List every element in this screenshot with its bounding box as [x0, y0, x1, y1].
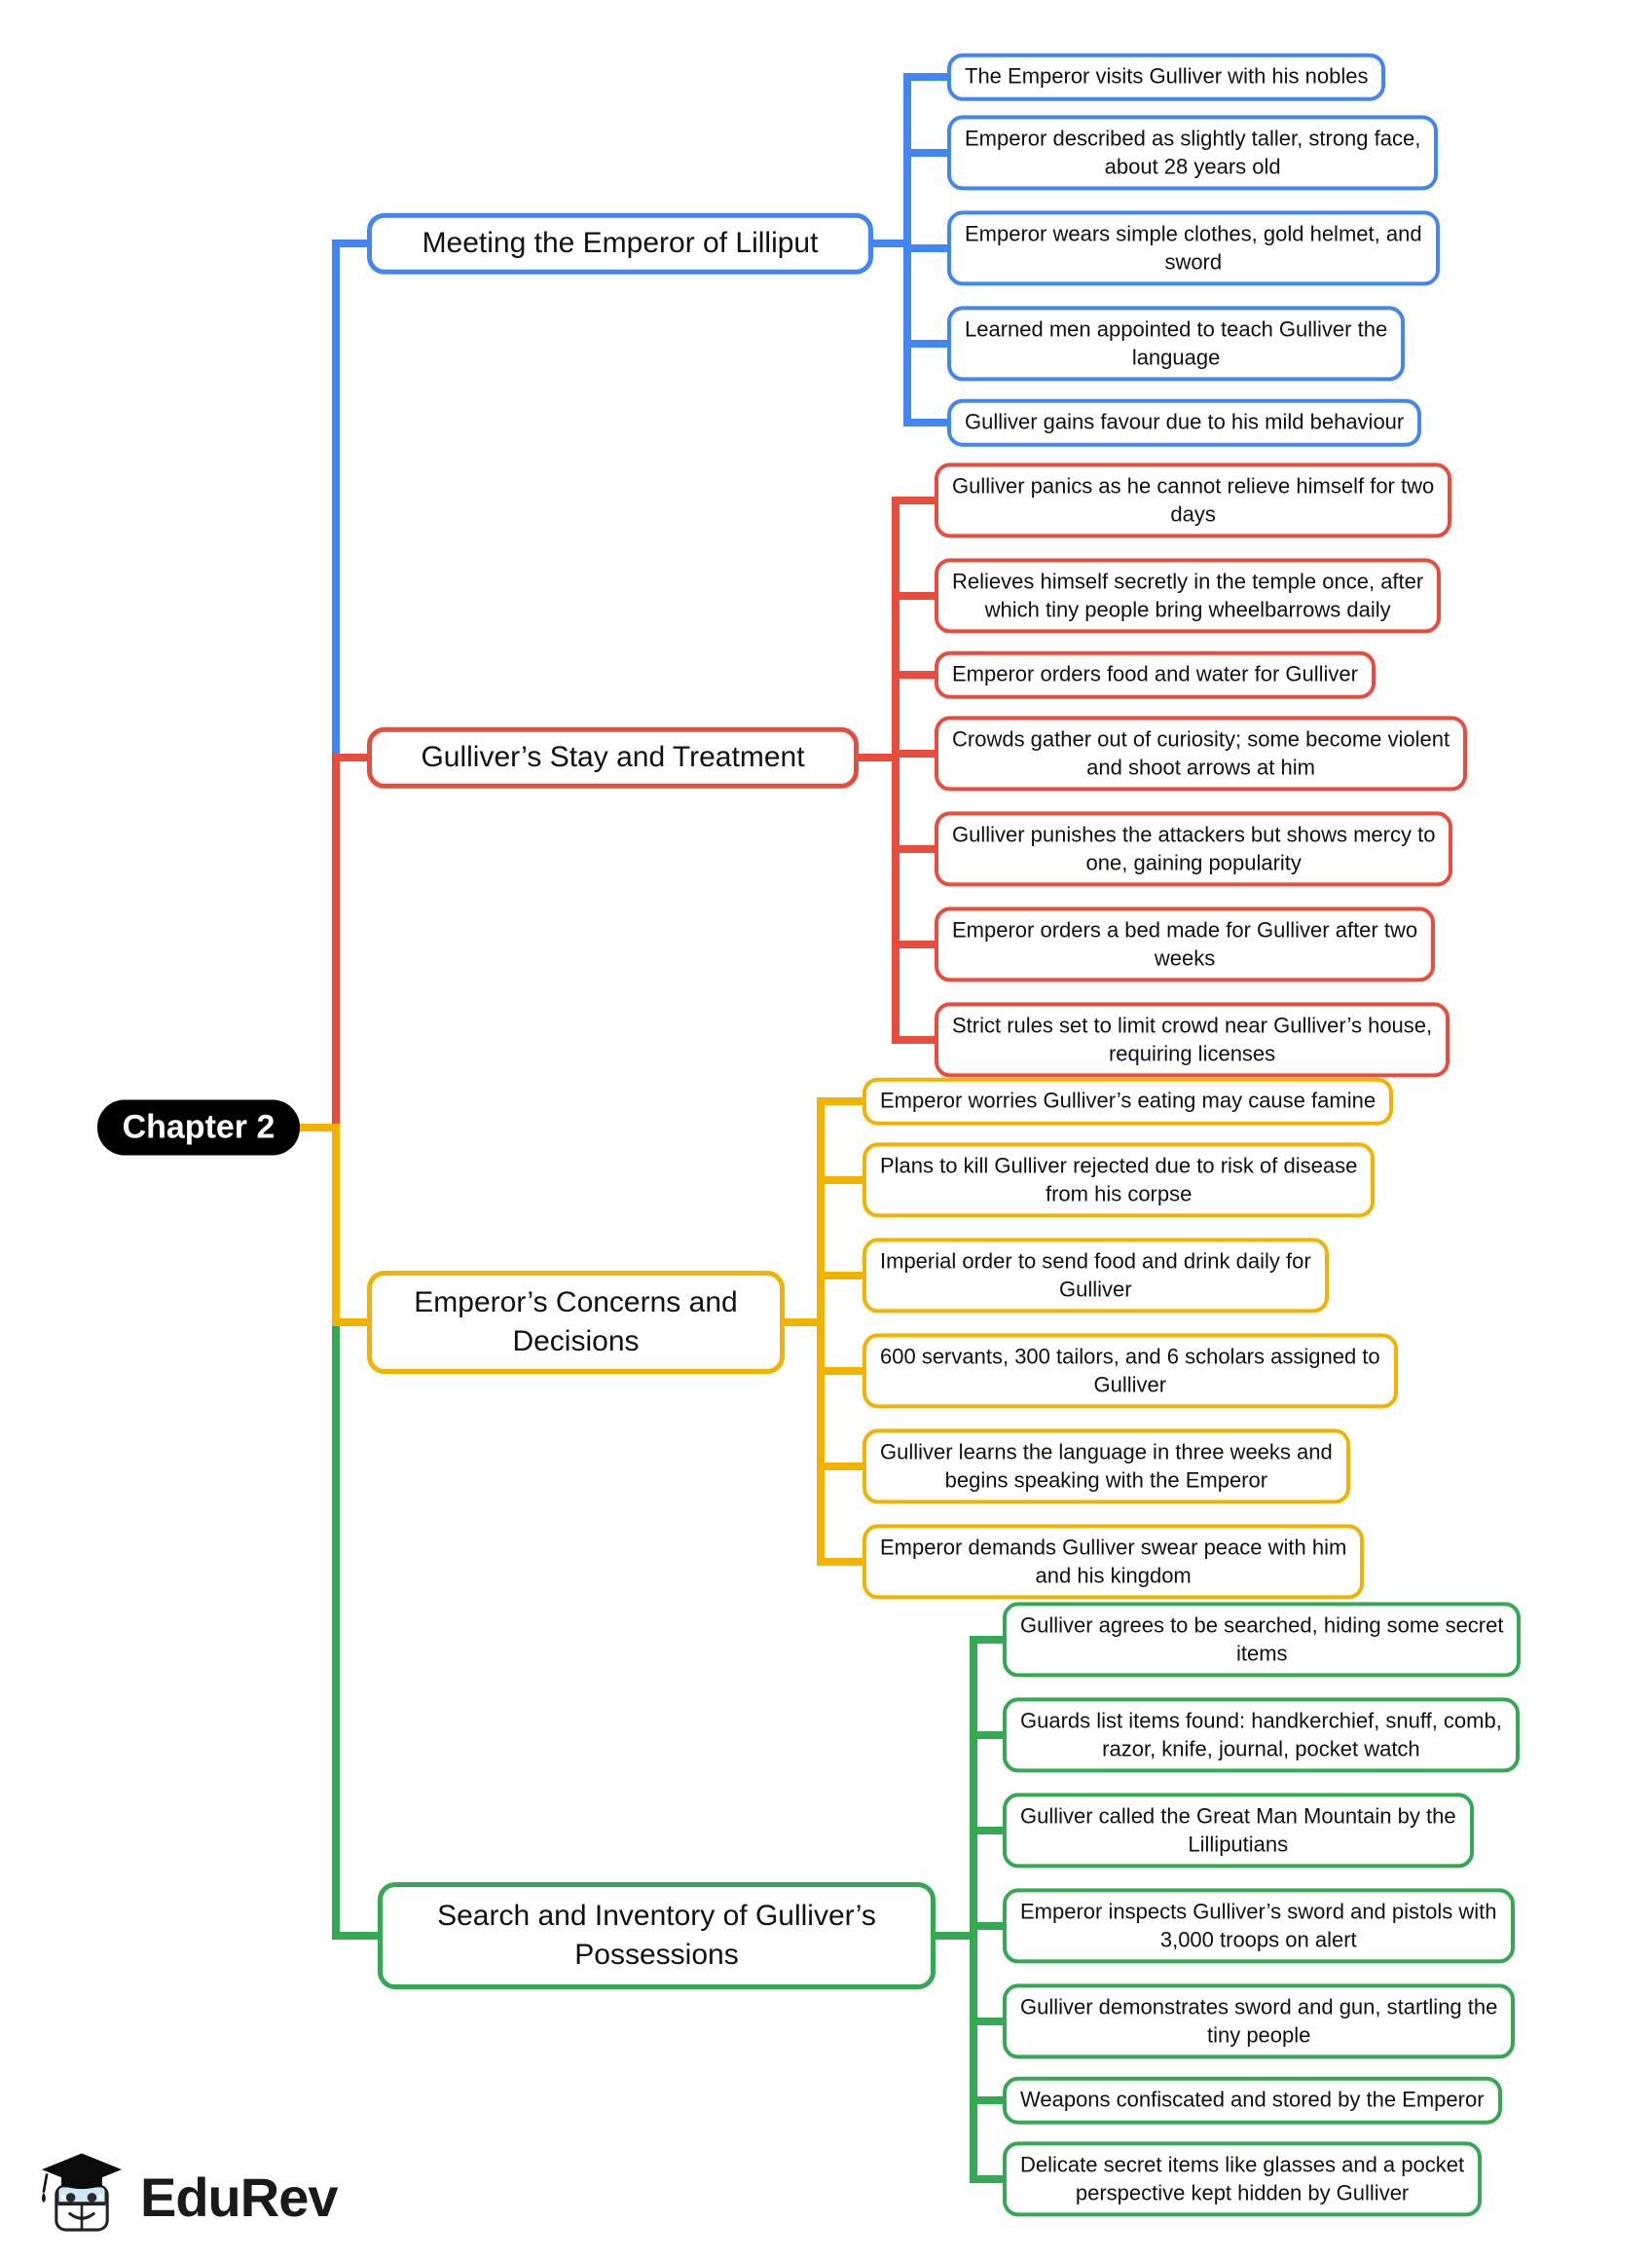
leaf-node: Gulliver panics as he cannot relieve him…: [935, 463, 1452, 538]
connector-line: [892, 497, 899, 1044]
leaf-node: Emperor wears simple clothes, gold helme…: [947, 210, 1440, 286]
leaf-node: Gulliver gains favour due to his mild be…: [947, 398, 1422, 447]
leaf-node: Gulliver agrees to be searched, hiding s…: [1003, 1602, 1522, 1678]
leaf-node: Gulliver punishes the attackers but show…: [935, 811, 1453, 887]
connector-line: [903, 149, 953, 157]
leaf-node: Emperor inspects Gulliver’s sword and pi…: [1003, 1888, 1515, 1964]
edurev-logo-text: EduRev: [140, 2166, 338, 2228]
leaf-node: Crowds gather out of curiosity; some bec…: [935, 716, 1468, 792]
connector-line: [332, 754, 373, 761]
connector-line: [970, 1731, 1009, 1739]
leaf-node: Guards list items found: handkerchief, s…: [1003, 1697, 1520, 1773]
connector-line: [892, 750, 940, 758]
leaf-node: Weapons confiscated and stored by the Em…: [1003, 2076, 1502, 2125]
connector-line: [332, 240, 340, 758]
leaf-node: Imperial order to send food and drink da…: [863, 1238, 1329, 1314]
connector-line: [970, 1636, 1009, 1644]
connector-line: [903, 244, 953, 252]
connector-line: [930, 1932, 977, 1940]
connector-line: [817, 1097, 825, 1566]
connector-line: [970, 1636, 977, 2183]
connector-line: [779, 1318, 825, 1326]
connector-line: [292, 1124, 340, 1131]
branch-label-search-and-inventory-of-gullivers-possessions: Search and Inventory of Gulliver’s Posse…: [378, 1882, 936, 1989]
leaf-node: Emperor described as slightly taller, st…: [947, 115, 1439, 191]
connector-line: [970, 1922, 1009, 1930]
connector-line: [892, 671, 940, 679]
leaf-node: Emperor worries Gulliver’s eating may ca…: [863, 1077, 1394, 1126]
connector-line: [817, 1367, 868, 1375]
connector-line: [853, 754, 899, 761]
branch-label-meeting-the-emperor-of-lilliput: Meeting the Emperor of Lilliput: [367, 212, 873, 275]
branch-label-emperors-concerns-and-decisions: Emperor’s Concerns and Decisions: [367, 1271, 785, 1374]
edurev-logo[interactable]: EduRev: [35, 2150, 338, 2243]
leaf-node: Delicate secret items like glasses and a…: [1003, 2141, 1483, 2217]
branch-label-gullivers-stay-and-treatment: Gulliver’s Stay and Treatment: [367, 726, 859, 789]
connector-line: [970, 2096, 1009, 2104]
leaf-node: Emperor demands Gulliver swear peace wit…: [863, 1524, 1365, 1600]
connector-line: [817, 1176, 868, 1184]
connector-line: [332, 1326, 340, 1940]
connector-line: [903, 73, 953, 81]
leaf-node: Emperor orders a bed made for Gulliver a…: [935, 907, 1436, 982]
connector-line: [332, 1128, 340, 1326]
connector-line: [970, 1827, 1009, 1834]
leaf-node: Gulliver learns the language in three we…: [863, 1428, 1350, 1504]
connector-line: [892, 845, 940, 853]
connector-line: [332, 1318, 373, 1326]
connector-line: [903, 340, 953, 348]
connector-line: [970, 2175, 1009, 2183]
leaf-node: Relieves himself secretly in the temple …: [935, 558, 1442, 634]
connector-line: [817, 1558, 868, 1566]
connector-line: [892, 497, 940, 504]
leaf-node: Learned men appointed to teach Gulliver …: [947, 306, 1406, 382]
connector-line: [332, 1932, 384, 1940]
connector-line: [892, 941, 940, 948]
leaf-node: Strict rules set to limit crowd near Gul…: [935, 1002, 1450, 1078]
leaf-node: Emperor orders food and water for Gulliv…: [935, 650, 1376, 699]
connector-line: [817, 1272, 868, 1279]
leaf-node: The Emperor visits Gulliver with his nob…: [947, 53, 1386, 101]
connector-line: [817, 1463, 868, 1470]
connector-line: [903, 419, 953, 426]
connector-line: [867, 240, 911, 247]
connector-line: [970, 2018, 1009, 2025]
connector-line: [332, 240, 373, 247]
connector-line: [332, 758, 340, 1128]
leaf-node: 600 servants, 300 tailors, and 6 scholar…: [863, 1333, 1398, 1409]
leaf-node: Gulliver demonstrates sword and gun, sta…: [1003, 1983, 1516, 2059]
root-node-chapter: Chapter 2: [97, 1099, 300, 1156]
connector-line: [892, 592, 940, 600]
leaf-node: Gulliver called the Great Man Mountain b…: [1003, 1793, 1474, 1869]
edurev-mascot-icon: [41, 2153, 123, 2232]
leaf-node: Plans to kill Gulliver rejected due to r…: [863, 1142, 1376, 1218]
connector-line: [892, 1036, 940, 1044]
connector-line: [817, 1097, 868, 1105]
